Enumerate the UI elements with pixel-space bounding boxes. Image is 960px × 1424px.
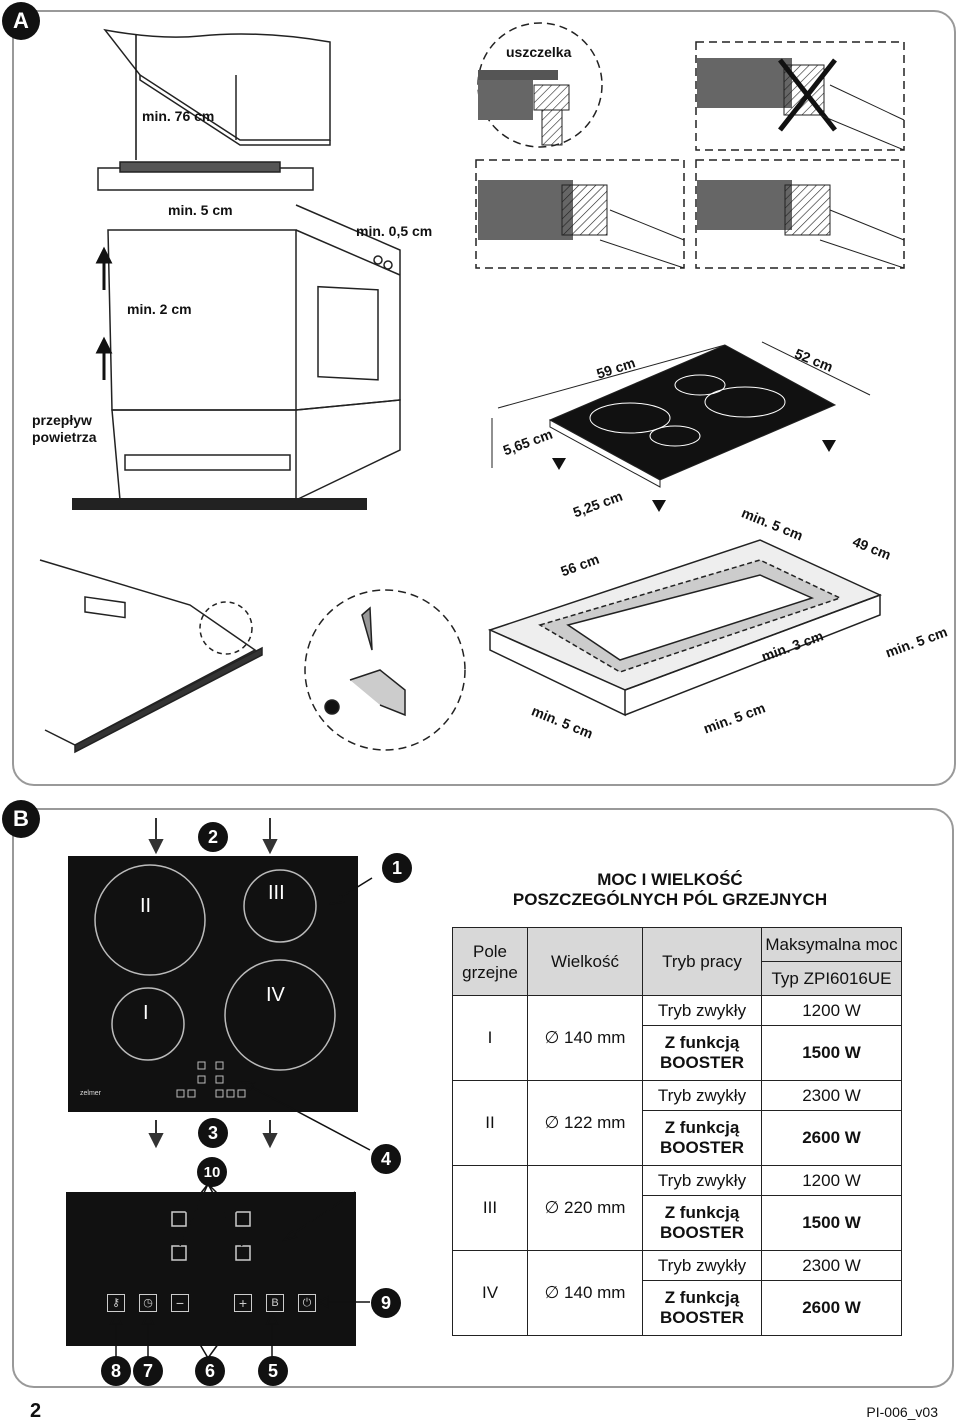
label-seal: uszczelka bbox=[506, 44, 572, 60]
booster-label-2: BOOSTER bbox=[659, 1053, 745, 1072]
size-cell: ∅ 140 mm bbox=[527, 1250, 643, 1336]
mode-cell: Tryb zwykły bbox=[642, 1250, 762, 1281]
booster-power-cell: 2600 W bbox=[761, 1110, 902, 1166]
page-number: 2 bbox=[30, 1400, 42, 1422]
callout-9: 9 bbox=[371, 1288, 401, 1318]
label-min-0-5cm: min. 0,5 cm bbox=[356, 223, 433, 239]
booster-label-1: Z funkcją bbox=[664, 1203, 740, 1222]
zone-label-i: I bbox=[143, 1002, 149, 1024]
callout-7: 7 bbox=[133, 1356, 163, 1386]
zone-cell: III bbox=[452, 1165, 528, 1251]
label-min-5cm-gap: min. 5 cm bbox=[168, 202, 233, 218]
label-airflow-2: powietrza bbox=[32, 429, 97, 445]
mode-cell: Tryb zwykły bbox=[642, 1165, 762, 1196]
callout-3: 3 bbox=[198, 1118, 228, 1148]
size-cell: ∅ 122 mm bbox=[527, 1080, 643, 1166]
callout-2: 2 bbox=[198, 822, 228, 852]
zone-label-ii: II bbox=[140, 895, 152, 917]
booster-label-1: Z funkcją bbox=[664, 1118, 740, 1137]
installation-diagram bbox=[39, 22, 905, 754]
booster-power-cell: 1500 W bbox=[761, 1025, 902, 1081]
power-cell: 2300 W bbox=[761, 1250, 902, 1281]
power-icon: ⏻ bbox=[298, 1294, 316, 1312]
zone-cell: I bbox=[452, 995, 528, 1081]
booster-label-2: BOOSTER bbox=[659, 1308, 745, 1327]
zone-cell: IV bbox=[452, 1250, 528, 1336]
hob-perspective bbox=[491, 341, 871, 488]
booster-label-1: Z funkcją bbox=[664, 1033, 740, 1052]
section-b-badge: B bbox=[2, 800, 40, 838]
section-a-badge: A bbox=[2, 2, 40, 40]
header-model: Typ ZPI6016UE bbox=[761, 961, 902, 996]
floor bbox=[72, 498, 367, 510]
booster-label-2: BOOSTER bbox=[659, 1138, 745, 1157]
size-cell: ∅ 140 mm bbox=[527, 995, 643, 1081]
callout-6: 6 bbox=[195, 1356, 225, 1386]
oven-unit bbox=[97, 161, 401, 501]
zone-label-iv: IV bbox=[266, 984, 285, 1006]
mode-cell: Tryb zwykły bbox=[642, 995, 762, 1026]
zone-cell: II bbox=[452, 1080, 528, 1166]
header-zone: Pole grzejne bbox=[452, 927, 528, 996]
document-code: PI-006_v03 bbox=[866, 1404, 938, 1420]
power-cell: 2300 W bbox=[761, 1080, 902, 1111]
clock-icon: ◷ bbox=[139, 1294, 157, 1312]
table-title-line2: POSZCZEGÓLNYCH PÓL GRZEJNYCH bbox=[512, 890, 828, 909]
label-min-76cm: min. 76 cm bbox=[142, 108, 215, 124]
table-title-line1: MOC I WIELKOŚĆ bbox=[597, 870, 743, 889]
minus-icon: − bbox=[171, 1294, 189, 1312]
upper-cabinet bbox=[103, 28, 331, 146]
label-airflow-1: przepływ bbox=[32, 412, 92, 428]
callout-10: 10 bbox=[197, 1157, 227, 1187]
header-max-power: Maksymalna moc bbox=[761, 927, 902, 962]
table-title: MOC I WIELKOŚĆ POSZCZEGÓLNYCH PÓL GRZEJN… bbox=[470, 870, 870, 910]
callout-5: 5 bbox=[258, 1356, 288, 1386]
size-cell: ∅ 220 mm bbox=[527, 1165, 643, 1251]
worktop-cutout bbox=[487, 539, 882, 717]
power-table: Pole grzejne Wielkość Tryb pracy Maksyma… bbox=[452, 927, 902, 1336]
key-icon: ⚷ bbox=[107, 1294, 125, 1312]
power-cell: 1200 W bbox=[761, 1165, 902, 1196]
booster-power-cell: 2600 W bbox=[761, 1280, 902, 1336]
callout-1: 1 bbox=[382, 853, 412, 883]
booster-icon: B bbox=[266, 1294, 284, 1312]
booster-label-1: Z funkcją bbox=[664, 1288, 740, 1307]
plus-icon: + bbox=[234, 1294, 252, 1312]
header-size: Wielkość bbox=[527, 927, 643, 996]
callout-4: 4 bbox=[371, 1144, 401, 1174]
booster-power-cell: 1500 W bbox=[761, 1195, 902, 1251]
booster-label-2: BOOSTER bbox=[659, 1223, 745, 1242]
header-mode: Tryb pracy bbox=[642, 927, 762, 996]
brand-logo: zelmer bbox=[80, 1090, 102, 1097]
mode-cell: Tryb zwykły bbox=[642, 1080, 762, 1111]
counter-fixings bbox=[39, 559, 466, 754]
callout-8: 8 bbox=[101, 1356, 131, 1386]
zone-label-iii: III bbox=[268, 882, 285, 904]
label-min-2cm: min. 2 cm bbox=[127, 301, 192, 317]
power-cell: 1200 W bbox=[761, 995, 902, 1026]
